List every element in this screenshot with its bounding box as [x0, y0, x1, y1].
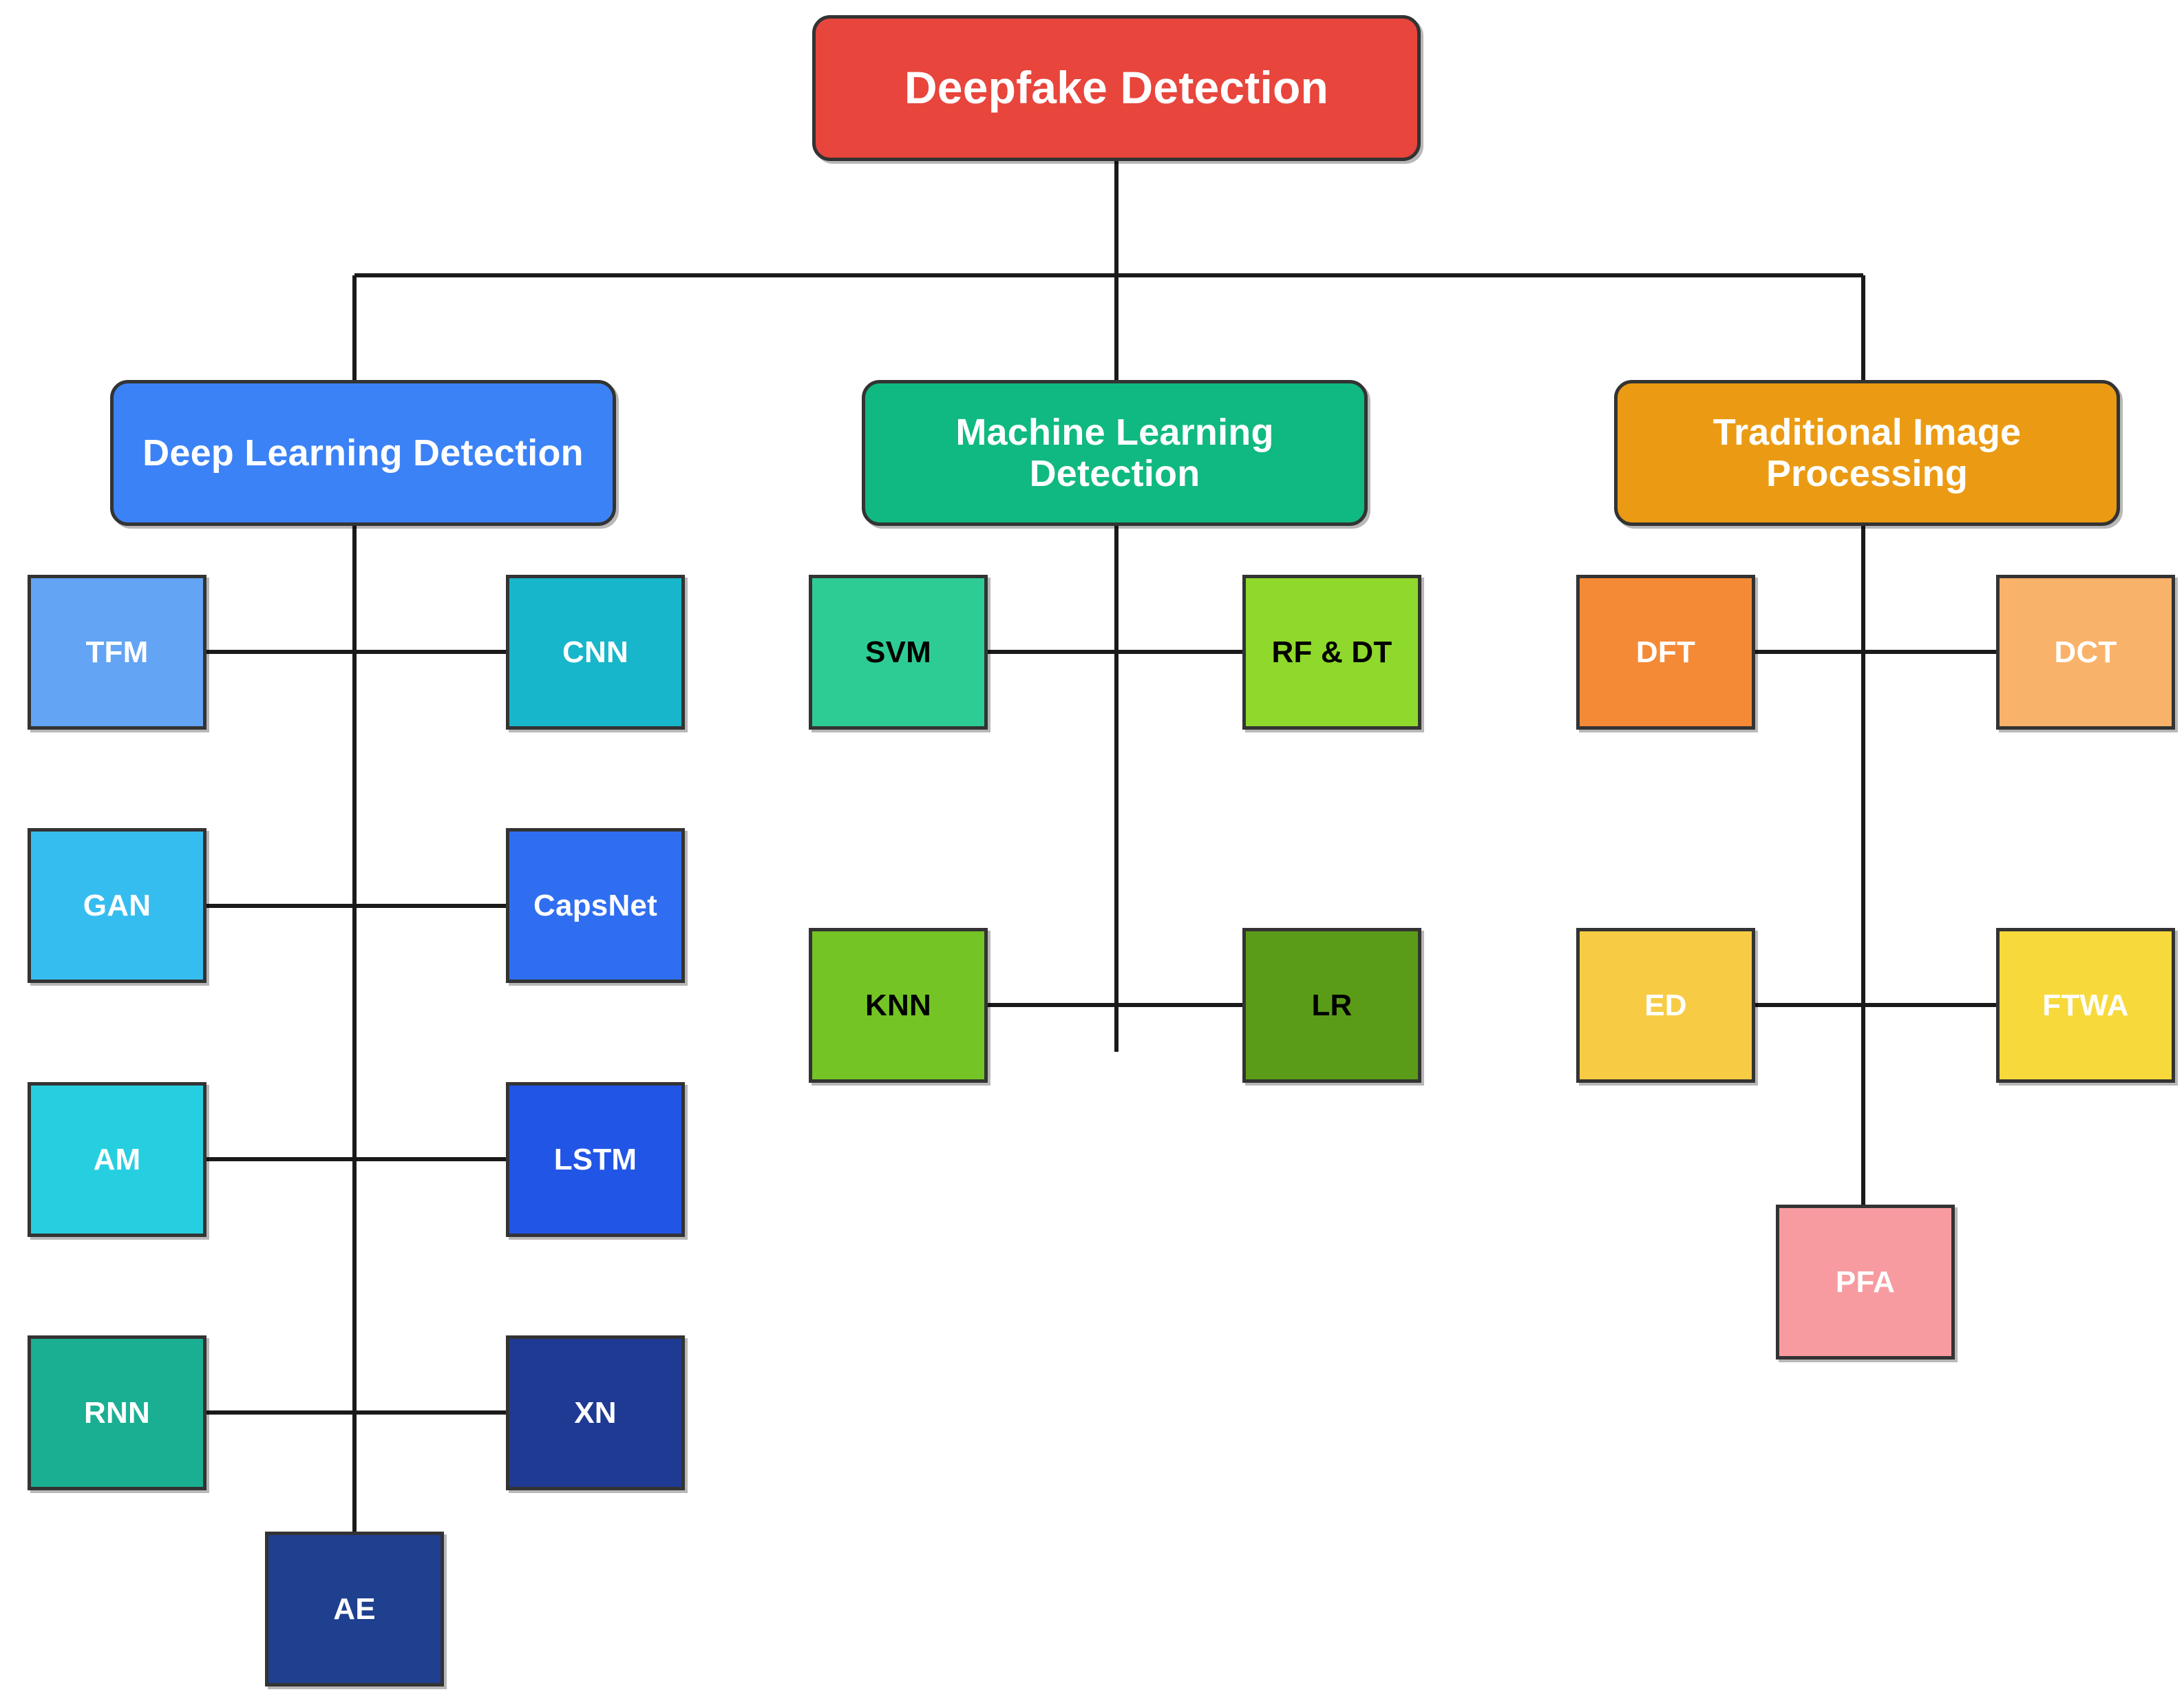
leaf-node-label: AE — [333, 1591, 376, 1626]
category-node-label: Traditional Image Processing — [1713, 411, 2022, 494]
leaf-node-label: ED — [1644, 988, 1687, 1022]
category-node-label: Machine Learning Detection — [955, 411, 1274, 494]
leaf-node-label: FTWA — [2042, 988, 2129, 1022]
leaf-node-dct[interactable]: DCT — [1996, 575, 2175, 730]
leaf-node-label: CNN — [562, 635, 628, 669]
leaf-node-svm[interactable]: SVM — [809, 575, 988, 730]
root-node-root[interactable]: Deepfake Detection — [812, 15, 1421, 161]
leaf-node-rfdt[interactable]: RF & DT — [1242, 575, 1421, 730]
leaf-node-label: DCT — [2054, 635, 2117, 669]
leaf-node-ae[interactable]: AE — [265, 1532, 444, 1686]
leaf-node-label: DFT — [1635, 635, 1696, 669]
root-node-label: Deepfake Detection — [904, 62, 1329, 114]
leaf-node-am[interactable]: AM — [28, 1082, 206, 1237]
leaf-node-label: XN — [574, 1395, 617, 1430]
leaf-node-dft[interactable]: DFT — [1576, 575, 1755, 730]
leaf-node-label: RNN — [84, 1395, 150, 1430]
leaf-node-capsnet[interactable]: CapsNet — [506, 828, 685, 983]
leaf-node-gan[interactable]: GAN — [28, 828, 206, 983]
leaf-node-label: CapsNet — [533, 888, 657, 922]
category-node-dl[interactable]: Deep Learning Detection — [110, 380, 616, 526]
leaf-node-label: RF & DT — [1271, 635, 1392, 669]
leaf-node-label: PFA — [1835, 1265, 1896, 1299]
leaf-node-lr[interactable]: LR — [1242, 928, 1421, 1083]
leaf-node-label: KNN — [865, 988, 931, 1022]
leaf-node-lstm[interactable]: LSTM — [506, 1082, 685, 1237]
leaf-node-label: SVM — [865, 635, 931, 669]
leaf-node-ftwa[interactable]: FTWA — [1996, 928, 2175, 1083]
leaf-node-label: LSTM — [553, 1142, 637, 1176]
leaf-node-pfa[interactable]: PFA — [1776, 1205, 1955, 1360]
leaf-node-tfm[interactable]: TFM — [28, 575, 206, 730]
leaf-node-cnn[interactable]: CNN — [506, 575, 685, 730]
leaf-node-rnn[interactable]: RNN — [28, 1335, 206, 1490]
leaf-node-label: AM — [93, 1142, 141, 1176]
leaf-node-label: GAN — [83, 888, 151, 922]
leaf-node-label: LR — [1311, 988, 1353, 1022]
leaf-node-ed[interactable]: ED — [1576, 928, 1755, 1083]
leaf-node-xn[interactable]: XN — [506, 1335, 685, 1490]
leaf-node-label: TFM — [85, 635, 149, 669]
category-node-tip[interactable]: Traditional Image Processing — [1614, 380, 2120, 526]
category-node-label: Deep Learning Detection — [142, 432, 584, 474]
leaf-node-knn[interactable]: KNN — [809, 928, 988, 1083]
category-node-ml[interactable]: Machine Learning Detection — [862, 380, 1368, 526]
